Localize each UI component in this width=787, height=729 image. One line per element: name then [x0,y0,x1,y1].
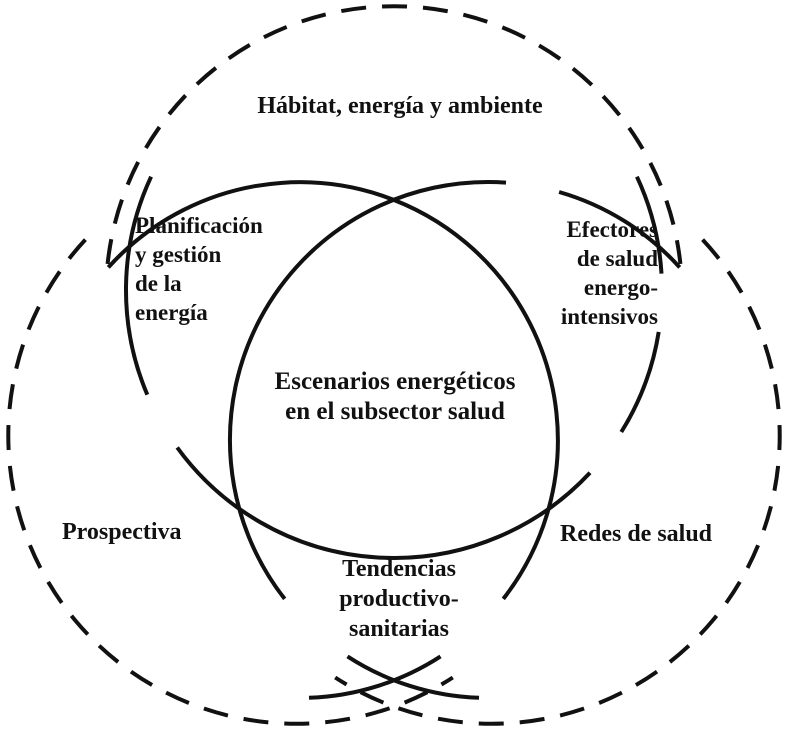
solid-circle-bottom-left-lower-arc [308,654,442,700]
solid-circle-top-bottom-arc [175,446,592,560]
dashed-circle-bottom-right [334,238,782,726]
dashed-circle-bottom-left-arc [6,238,454,726]
label-planificacion-line2: y gestión [135,242,222,267]
dashed-circle-top [105,4,683,265]
label-efectores-line1: Efectores [566,217,658,242]
label-planificacion-line1: Planificación [135,213,263,238]
solid-circle-bottom-right-lower-arc [346,654,480,700]
label-habitat: Hábitat, energía y ambiente [257,93,543,119]
label-tendencias-line2: productivo- [339,586,459,612]
label-redes: Redes de salud [560,521,713,547]
label-tendencias: Tendencias productivo- sanitarias [299,554,499,644]
solid-circle-bottom-left-main-arc [106,180,560,601]
dashed-circle-bottom-left [6,238,454,726]
solid-circle-bottom-right [227,180,682,700]
label-efectores: Efectores de salud energo- intensivos [460,215,658,331]
solid-circle-top [123,175,664,560]
label-efectores-line2: de salud [576,246,658,271]
dashed-circle-top-arc [105,4,683,265]
label-efectores-line4: intensivos [560,304,658,329]
label-efectores-line3: energo- [583,275,658,300]
label-planificacion-line4: energía [135,300,208,325]
solid-circle-top-lower-right-arc [619,331,661,434]
label-planificacion: Planificación y gestión de la energía [135,211,263,327]
label-escenarios: Escenarios energéticos en el subsector s… [195,367,595,427]
label-escenarios-line1: Escenarios energéticos [274,368,516,395]
solid-circle-bottom-left [106,180,560,700]
solid-circle-bottom-right-main-arc [227,180,507,601]
label-escenarios-line2: en el subsector salud [285,398,505,425]
solid-circle-top-left-arc [123,175,153,396]
solid-circle-bottom-right-upper-arc [558,190,682,269]
label-prospectiva: Prospectiva [62,519,182,545]
label-tendencias-line1: Tendencias [342,556,456,582]
label-planificacion-line3: de la [135,271,182,296]
label-tendencias-line3: sanitarias [348,616,449,642]
solid-circle-top-upper-right-arc [635,175,664,274]
dashed-circle-bottom-right-arc [334,238,782,726]
